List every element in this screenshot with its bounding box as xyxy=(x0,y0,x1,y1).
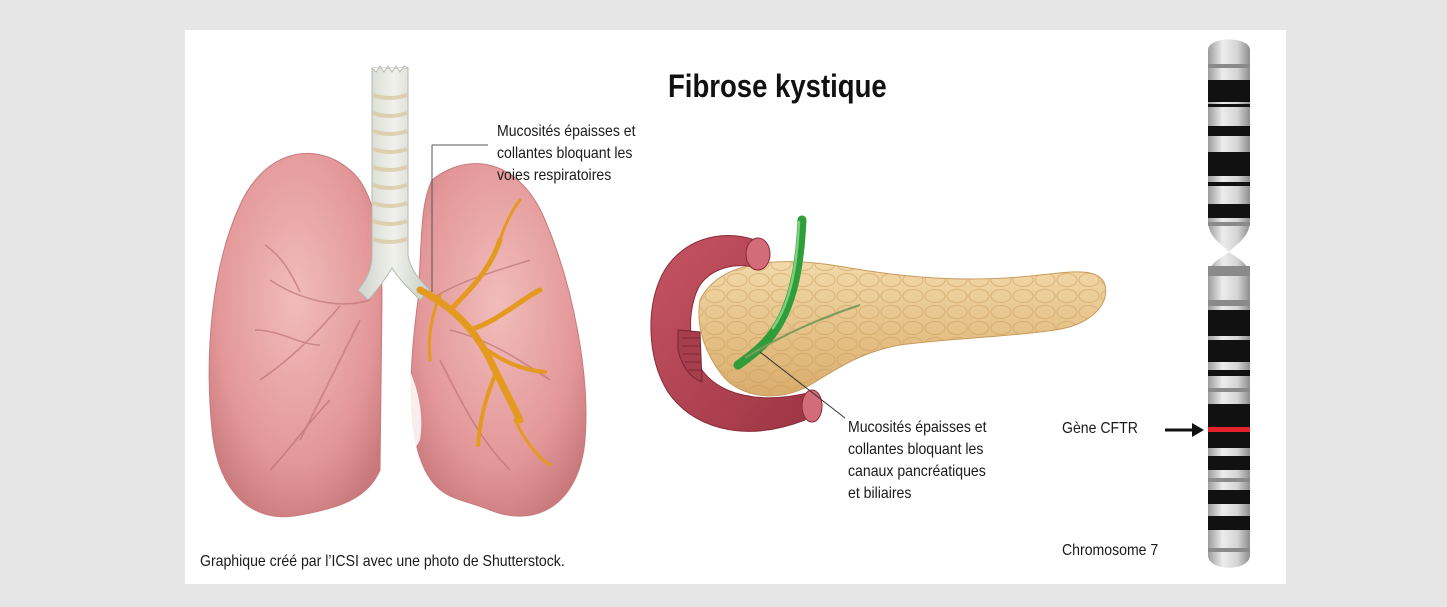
chromosome-band xyxy=(1208,370,1250,376)
chromosome-label: Chromosome 7 xyxy=(1062,540,1158,562)
chromosome-band xyxy=(1208,340,1250,362)
pancreas-callout-line-1: Mucosités épaisses et xyxy=(848,417,987,439)
chromosome-band xyxy=(1208,222,1250,226)
chromosome-band xyxy=(1208,310,1250,336)
right-lung xyxy=(411,164,586,517)
lung-callout-line-3: voies respiratoires xyxy=(497,165,636,187)
pancreas-callout-line-4: et biliaires xyxy=(848,483,987,505)
pancreas-texture xyxy=(699,262,1106,396)
pancreas-callout-label: Mucosités épaisses et collantes bloquant… xyxy=(848,417,987,505)
chromosome-band xyxy=(1208,266,1250,276)
chromosome-band xyxy=(1208,64,1250,68)
chromosome-band xyxy=(1208,126,1250,136)
chromosome-band xyxy=(1208,456,1250,470)
gene-label: Gène CFTR xyxy=(1062,418,1138,440)
chromosome-band xyxy=(1208,388,1250,392)
chromosome-band xyxy=(1208,80,1250,102)
chromosome-band xyxy=(1208,300,1250,306)
credit-text: Graphique créé par l’ICSI avec une photo… xyxy=(200,551,565,573)
chromosome-band xyxy=(1208,104,1250,107)
pancreas-callout-line-3: canaux pancréatiques xyxy=(848,461,987,483)
duodenum-opening-top xyxy=(746,238,770,270)
pancreas-callout-line-2: collantes bloquant les xyxy=(848,439,987,461)
duodenum-opening-bottom xyxy=(802,390,822,422)
chromosome-7 xyxy=(1165,40,1250,568)
lung-callout-label: Mucosités épaisses et collantes bloquant… xyxy=(497,121,636,187)
chromosome-band xyxy=(1208,404,1250,448)
lung-callout-line-1: Mucosités épaisses et xyxy=(497,121,636,143)
chromosome-band xyxy=(1208,478,1250,482)
gene-arrow-icon xyxy=(1192,423,1204,437)
cftr-gene-band xyxy=(1208,427,1250,432)
chromosome-band xyxy=(1208,152,1250,176)
chromosome-band xyxy=(1208,516,1250,530)
chromosome-band xyxy=(1208,490,1250,504)
chromosome-p-arm xyxy=(1208,40,1250,253)
lung-callout-line-2: collantes bloquant les xyxy=(497,143,636,165)
left-lung xyxy=(209,153,382,516)
chromosome-band xyxy=(1208,182,1250,186)
pancreas-group xyxy=(651,220,1106,431)
chromosome-band xyxy=(1208,204,1250,218)
chromosome-band xyxy=(1208,548,1250,552)
page-title: Fibrose kystique xyxy=(668,68,887,105)
